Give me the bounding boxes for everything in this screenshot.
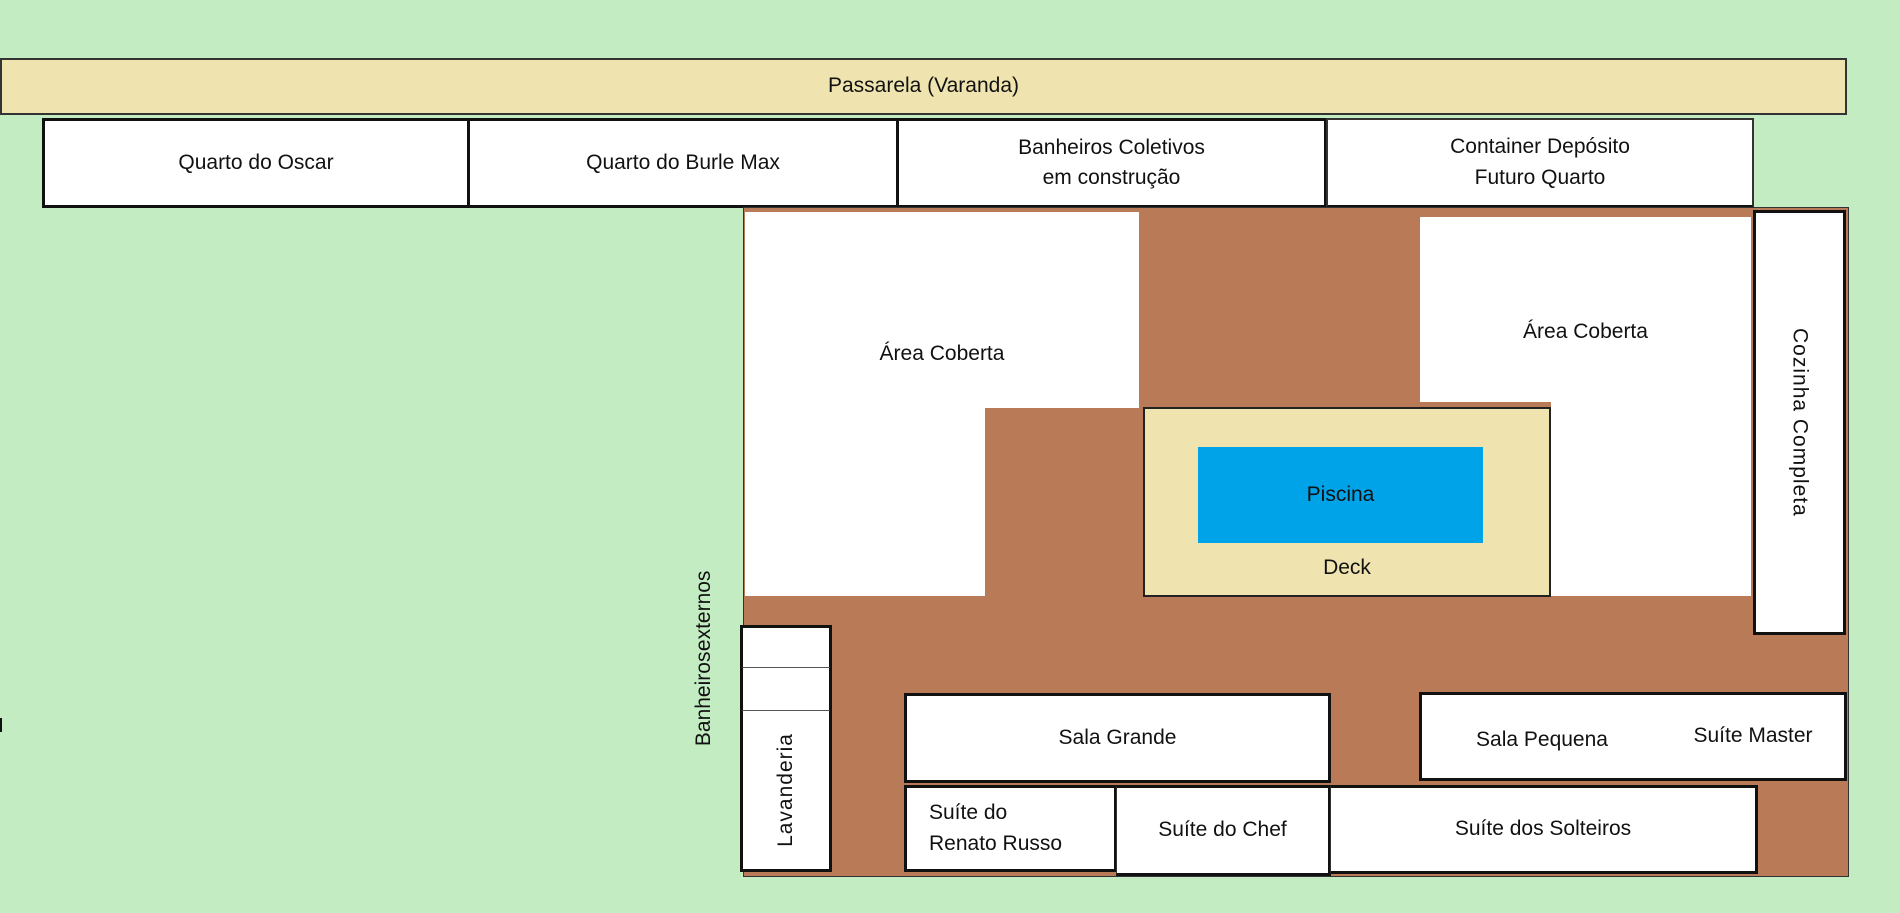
covered-area-left-top [745, 212, 1139, 408]
covered-area-right-bottom [1551, 400, 1751, 596]
room-label-line1: Suíte do [929, 801, 1008, 825]
room-sala-grande: Sala Grande [904, 693, 1331, 783]
room-label: Sala Pequena [1476, 728, 1608, 752]
room-quarto-burle-max: Quarto do Burle Max [467, 118, 899, 208]
room-label-line2: Futuro Quarto [1474, 165, 1606, 189]
external-bathrooms-line2: externos [692, 571, 716, 652]
walkway-label: Passarela (Varanda) [827, 74, 1020, 98]
room-suite-solteiros: Suíte dos Solteiros [1330, 785, 1758, 874]
room-label: Quarto do Oscar [178, 150, 334, 174]
external-bathrooms-label: Banheiros externos [672, 571, 736, 746]
room-label: Suíte do Chef [1158, 818, 1287, 842]
pool-label: Piscina [1306, 482, 1375, 506]
external-bathroom-1 [740, 625, 832, 669]
external-bathroom-2 [740, 668, 832, 712]
external-bathrooms-line1: Banheiros [692, 652, 716, 747]
room-suite-master: Suíte Master [1662, 692, 1847, 781]
room-suite-chef: Suíte do Chef [1116, 785, 1331, 876]
room-label: Suíte dos Solteiros [1454, 817, 1632, 841]
room-container-deposito: Container Depósito Futuro Quarto [1326, 118, 1754, 208]
room-label: Quarto do Burle Max [586, 150, 780, 174]
covered-area-label: Área Coberta [1523, 319, 1648, 343]
room-label-line2: Renato Russo [929, 831, 1063, 855]
pool: Piscina [1198, 447, 1483, 543]
kitchen: Cozinha Completa [1753, 210, 1846, 635]
room-suite-renato-russo: Suíte do Renato Russo [904, 785, 1117, 872]
room-label-line2: em construção [1042, 166, 1181, 189]
covered-area-right: Área Coberta [1420, 217, 1751, 457]
covered-area-right-top [1420, 217, 1751, 402]
room-label: Suíte Master [1693, 724, 1813, 748]
room-banheiros-coletivos: Banheiros Coletivos em construção [896, 118, 1327, 208]
covered-area-label: Área Coberta [879, 341, 1005, 365]
room-label: Sala Grande [1058, 725, 1177, 749]
covered-area-left-bottom [745, 406, 985, 596]
room-label-line1: Banheiros Coletivos [1018, 135, 1205, 159]
kitchen-label: Cozinha Completa [1788, 328, 1812, 517]
room-quarto-oscar: Quarto do Oscar [42, 118, 470, 208]
edge-mark [0, 718, 2, 732]
laundry-label: Lavanderia [773, 733, 797, 847]
laundry: Lavanderia [740, 711, 832, 872]
room-label-line1: Container Depósito [1450, 135, 1630, 159]
walkway-passarela: Passarela (Varanda) [0, 58, 1847, 115]
room-sala-pequena: Sala Pequena [1419, 692, 1663, 781]
deck-label: Deck [1323, 555, 1371, 579]
covered-area-left: Área Coberta [745, 212, 1139, 472]
